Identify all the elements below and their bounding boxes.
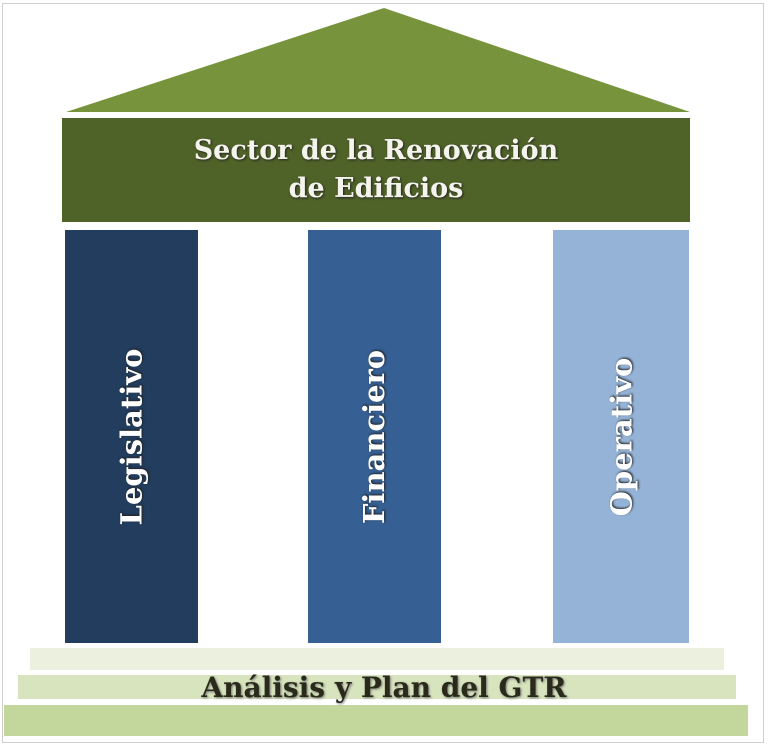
pillar-label: Operativo [604,357,639,516]
base-step-bottom [4,705,748,736]
roof-shape [66,8,690,112]
base-step-middle [18,675,736,699]
roof-triangle [66,8,690,112]
pillar-label: Legislativo [114,348,149,525]
header-line-2: de Edificios [288,173,464,204]
base-label: Análisis y Plan del GTR [201,671,567,704]
diagram-frame [2,3,764,743]
header-line-1: Sector de la Renovación [193,135,559,166]
header-band: Sector de la Renovación de Edificios [62,118,690,222]
pillar-label: Financiero [357,349,392,524]
pillar-legislativo: Legislativo [65,230,198,643]
pillar-operativo: Operativo [553,230,689,643]
base-step-top [30,648,724,670]
pillar-financiero: Financiero [308,230,441,643]
